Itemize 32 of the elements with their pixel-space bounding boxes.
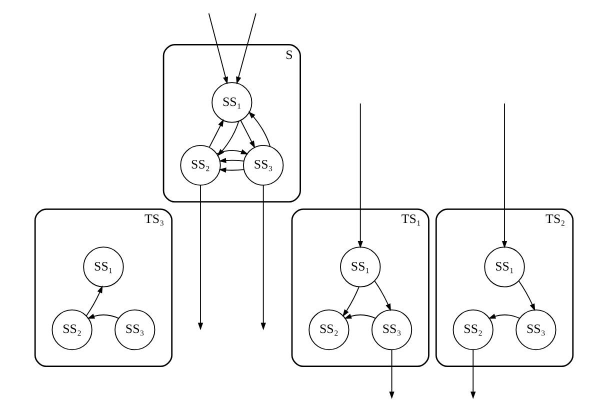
node-circle: SS₁ bbox=[484, 246, 525, 288]
node-circle: SS₂ bbox=[52, 309, 92, 350]
arrow bbox=[470, 349, 476, 400]
node-circle: SS₃ bbox=[371, 309, 412, 350]
arrow bbox=[208, 12, 228, 84]
arrow bbox=[389, 349, 394, 400]
arrow bbox=[358, 103, 363, 248]
node-circle: SS₂ bbox=[452, 309, 494, 350]
node-circle: SS₃ bbox=[516, 309, 556, 350]
node-circle: SS₁ bbox=[340, 246, 381, 288]
arrow bbox=[198, 184, 204, 330]
arrow bbox=[344, 314, 376, 319]
arrow bbox=[87, 314, 120, 319]
arrow bbox=[502, 103, 508, 248]
node-circle: SS₁ bbox=[83, 246, 124, 288]
arrow bbox=[218, 158, 244, 164]
node-circle: SS₂ bbox=[180, 144, 221, 186]
arrow bbox=[260, 184, 266, 330]
arrow bbox=[218, 168, 244, 173]
arrow bbox=[518, 280, 536, 312]
arrow bbox=[374, 280, 391, 312]
arrow bbox=[236, 12, 256, 84]
node-circle: SS₁ bbox=[212, 82, 252, 123]
arrow bbox=[488, 314, 520, 319]
arrow bbox=[240, 120, 256, 148]
arrow bbox=[208, 119, 224, 148]
arrow bbox=[342, 286, 360, 317]
arrow bbox=[216, 149, 248, 154]
arrow bbox=[248, 111, 271, 147]
arrow bbox=[86, 286, 103, 316]
node-circle: SS₃ bbox=[114, 309, 156, 350]
node-circle: SS₃ bbox=[243, 144, 284, 186]
